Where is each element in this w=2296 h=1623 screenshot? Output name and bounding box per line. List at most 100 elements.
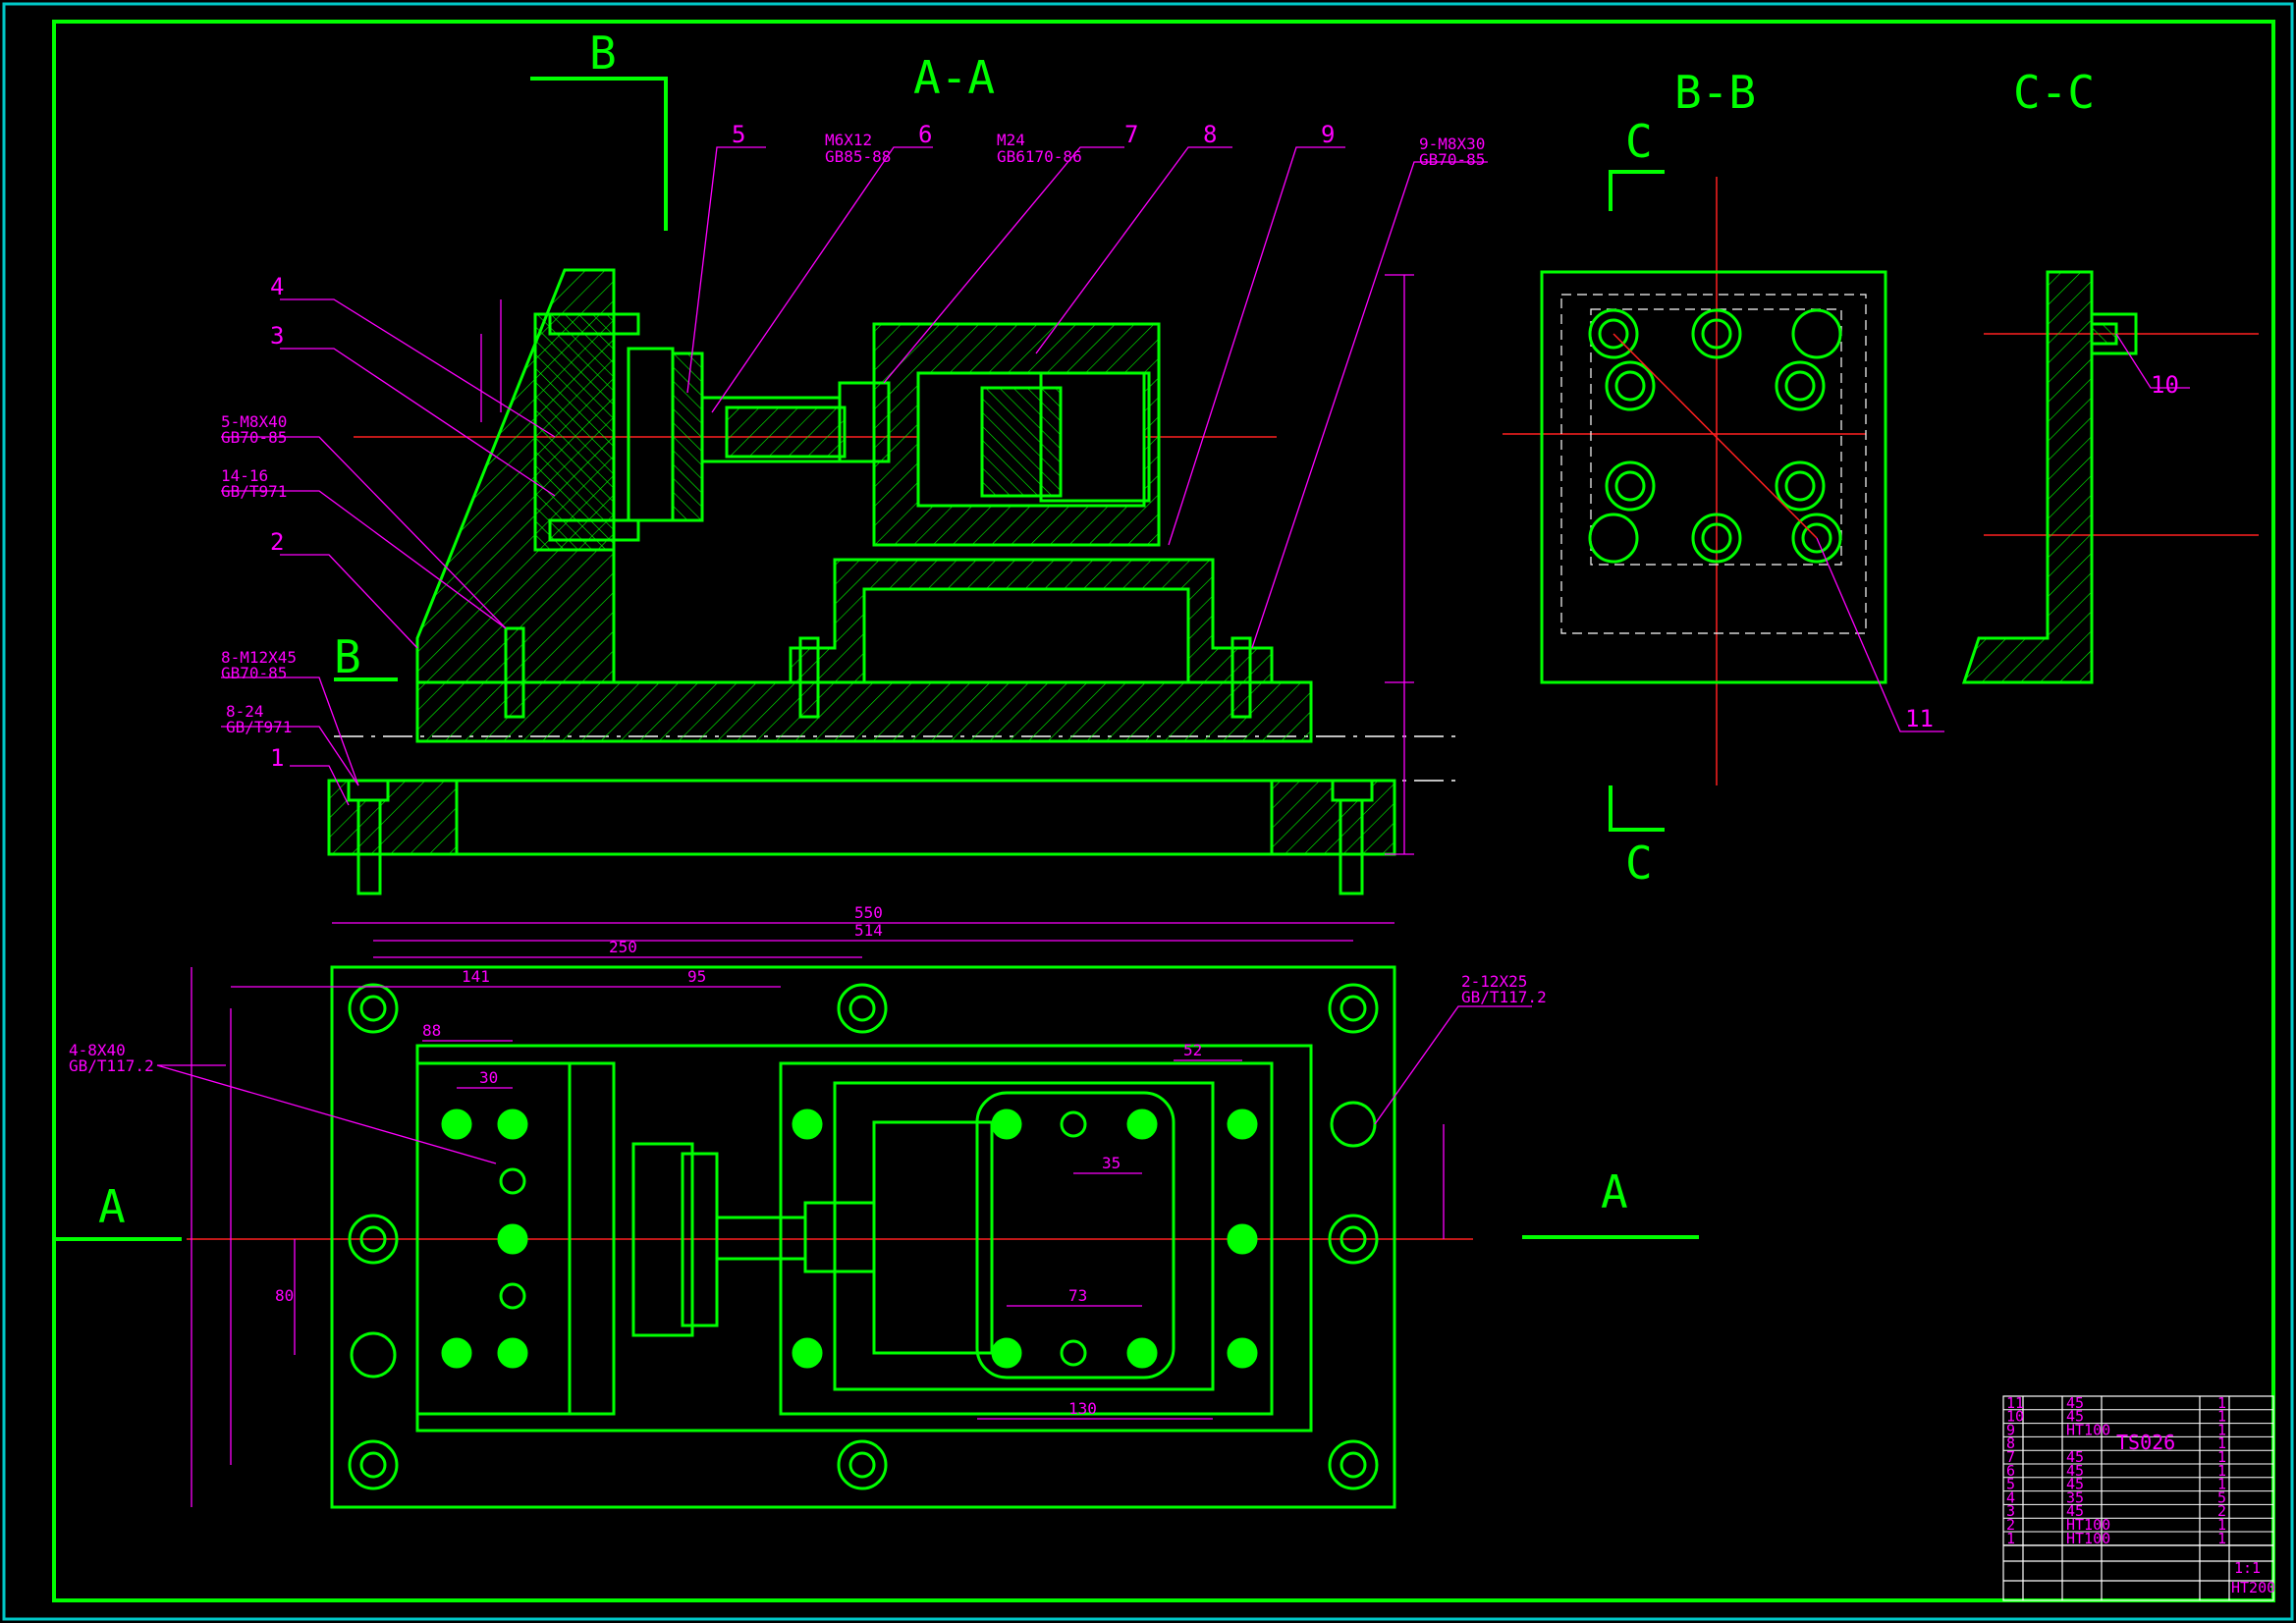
- pin2-spec: 2-12X25: [1461, 972, 1527, 991]
- callout-3: 3: [270, 322, 284, 350]
- view-title-aa: A-A: [913, 51, 995, 104]
- callout-10: 10: [2151, 371, 2179, 399]
- m8-9-std: GB70-85: [1419, 150, 1485, 169]
- part-quantity: 1: [2217, 1421, 2226, 1438]
- aa-leaders: [221, 146, 1488, 806]
- part-quantity: 1: [2217, 1530, 2226, 1547]
- callout-5: 5: [732, 121, 745, 148]
- dim-514: 514: [854, 921, 883, 940]
- drawing-number: TS026: [2116, 1431, 2175, 1454]
- aa-callout-labels: 5 6 7 8 9 4 3 2 1 M6X12 GB85-88 M24 GB61…: [221, 121, 1485, 772]
- dim-80: 80: [275, 1286, 294, 1305]
- dim-88: 88: [422, 1021, 441, 1040]
- part-quantity: 1: [2217, 1476, 2226, 1493]
- section-letter-c-bottom: C: [1625, 837, 1653, 890]
- part-quantity: 1: [2217, 1434, 2226, 1452]
- aa-dimensions: [480, 274, 1414, 855]
- section-letter-b-top: B: [589, 27, 617, 80]
- m24-std: GB6170-86: [997, 147, 1082, 166]
- callout-2: 2: [270, 528, 284, 556]
- callout-6: 6: [918, 121, 932, 148]
- plan-holes: [348, 983, 1379, 1490]
- w8-std: GB/T971: [226, 718, 292, 736]
- part-quantity: 1: [2217, 1448, 2226, 1466]
- w14-spec: 14-16: [221, 466, 268, 485]
- w14-std: GB/T971: [221, 482, 287, 501]
- bb-leader: [1816, 537, 1944, 732]
- part-quantity: 1: [2217, 1408, 2226, 1426]
- m8-9-spec: 9-M8X30: [1419, 135, 1485, 153]
- part-number: 4: [2006, 1488, 2015, 1506]
- m6-spec: M6X12: [825, 131, 872, 149]
- callout-1: 1: [270, 744, 284, 772]
- m24-spec: M24: [997, 131, 1025, 149]
- section-letter-c-top: C: [1625, 115, 1653, 168]
- dim-73: 73: [1068, 1286, 1087, 1305]
- pin4-std: GB/T117.2: [69, 1056, 154, 1075]
- callout-11: 11: [1905, 705, 1934, 732]
- part-number: 1: [2006, 1530, 2015, 1547]
- dim-95: 95: [687, 967, 706, 986]
- part-quantity: 5: [2217, 1488, 2226, 1506]
- part-number: 8: [2006, 1434, 2015, 1452]
- material-value: HT200: [2231, 1579, 2275, 1596]
- part-material: 45: [2066, 1462, 2084, 1480]
- part-number: 10: [2006, 1408, 2024, 1426]
- scale-value: 1:1: [2234, 1559, 2261, 1577]
- m6-std: GB85-88: [825, 147, 891, 166]
- section-view-aa: [327, 268, 1463, 895]
- view-title-bb: B-B: [1674, 66, 1756, 119]
- cc-leader: [2115, 333, 2190, 389]
- part-quantity: 1: [2217, 1394, 2226, 1412]
- plan-dimensions: [156, 922, 1532, 1507]
- callout-7: 7: [1124, 121, 1138, 148]
- inner-frame: [52, 20, 2275, 1602]
- section-letter-b-left: B: [334, 630, 361, 683]
- m8-5-std: GB70-85: [221, 428, 287, 447]
- plan-view: [187, 965, 1473, 1509]
- dim-52: 52: [1183, 1041, 1202, 1059]
- callout-8: 8: [1203, 121, 1217, 148]
- part-material: 45: [2066, 1448, 2084, 1466]
- view-title-cc: C-C: [2013, 66, 2095, 119]
- part-number: 5: [2006, 1476, 2015, 1493]
- part-number: 3: [2006, 1502, 2015, 1520]
- section-letter-a-left: A: [98, 1180, 126, 1233]
- part-material: 45: [2066, 1408, 2084, 1426]
- w8-spec: 8-24: [226, 702, 264, 721]
- part-quantity: 1: [2217, 1516, 2226, 1534]
- callout-9: 9: [1321, 121, 1335, 148]
- pin4-spec: 4-8X40: [69, 1041, 126, 1059]
- callout-4: 4: [270, 273, 284, 300]
- dim-250: 250: [609, 938, 637, 956]
- dim-550: 550: [854, 903, 883, 922]
- m12-std: GB70-85: [221, 664, 287, 682]
- part-number: 6: [2006, 1462, 2015, 1480]
- dim-30: 30: [479, 1068, 498, 1087]
- part-quantity: 1: [2217, 1462, 2226, 1480]
- dim-141: 141: [462, 967, 490, 986]
- part-material: 45: [2066, 1394, 2084, 1412]
- section-view-cc: [1961, 270, 2259, 684]
- m12-spec: 8-M12X45: [221, 648, 297, 667]
- part-quantity: 2: [2217, 1502, 2226, 1520]
- part-number: 2: [2006, 1516, 2015, 1534]
- section-view-bb: [1503, 177, 1887, 785]
- part-material: 35: [2066, 1488, 2084, 1506]
- part-number: 7: [2006, 1448, 2015, 1466]
- part-number: 9: [2006, 1421, 2015, 1438]
- m8-5-spec: 5-M8X40: [221, 412, 287, 431]
- dim-35: 35: [1102, 1154, 1121, 1172]
- part-material: HT100: [2066, 1516, 2110, 1534]
- title-block: [2002, 1395, 2274, 1601]
- section-marks: [54, 77, 1699, 1241]
- plan-dim-labels: 550 514 250 141 95 88 30 52 73 35 130 80…: [69, 903, 1547, 1418]
- part-material: HT100: [2066, 1421, 2110, 1438]
- part-material: HT100: [2066, 1530, 2110, 1547]
- part-number: 11: [2006, 1394, 2024, 1412]
- part-material: 45: [2066, 1476, 2084, 1493]
- part-material: 45: [2066, 1502, 2084, 1520]
- pin2-std: GB/T117.2: [1461, 988, 1547, 1006]
